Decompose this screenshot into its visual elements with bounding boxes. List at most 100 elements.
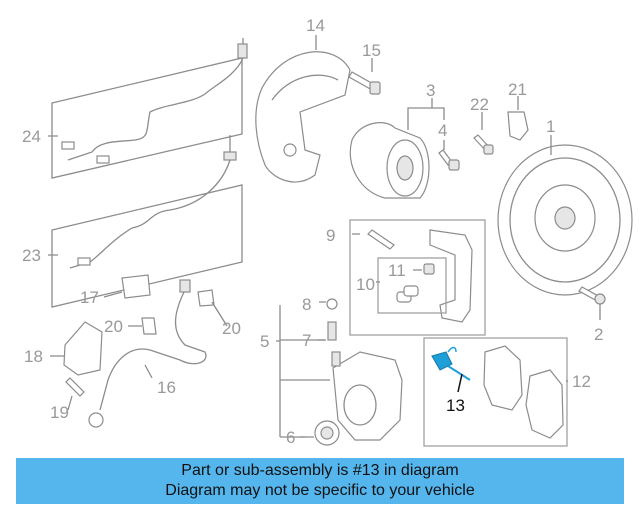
callout-19: 19: [50, 403, 69, 422]
part-9-frame: [349, 219, 486, 336]
banner-line-1: Part or sub-assembly is #13 in diagram: [181, 462, 459, 479]
callout-3: 3: [426, 81, 435, 100]
part-9-caliper-bracket: [349, 219, 486, 336]
part-14-hole: [283, 143, 297, 157]
part-16-fitting-bottom: [88, 412, 104, 428]
callout-21: 21: [508, 80, 527, 99]
part-23-wear-sensor-wire: [51, 135, 243, 308]
part-5-piston-bore: [343, 384, 377, 426]
info-banner: Part or sub-assembly is #13 in diagram D…: [16, 458, 624, 504]
part-14-rib: [271, 74, 339, 101]
leader-lines: [48, 35, 601, 438]
part-24-wear-sensor-wire: [51, 38, 248, 179]
part-10-frame: [377, 257, 447, 314]
callout-24: 24: [22, 127, 41, 146]
part-3-hub-bearing: [349, 122, 430, 199]
part-1-brake-rotor: [497, 144, 633, 296]
part-16-hose: [99, 289, 207, 411]
part-20b-shape: [141, 317, 157, 335]
part-24-plug: [237, 43, 248, 59]
part-21-abs-sensor: [507, 111, 529, 141]
callout-10: 10: [356, 275, 375, 294]
part-5-caliper: [279, 305, 403, 441]
part-6-seal: [314, 420, 340, 446]
callout-20-right: 20: [222, 319, 241, 338]
part-5-bleeder: [331, 351, 341, 367]
part-24-connector: [61, 141, 75, 150]
part-14-splash-shield: [255, 51, 351, 183]
part-20-clip-a: [197, 289, 215, 307]
callout-12: 12: [572, 372, 591, 391]
part-17-shape: [121, 274, 151, 299]
callout-15: 15: [362, 41, 381, 60]
part-19-bolt: [65, 377, 85, 397]
part-9-shape: [429, 229, 473, 323]
callout-22: 22: [470, 95, 489, 114]
part-9-bolt: [367, 229, 395, 250]
callout-17: 17: [80, 288, 99, 307]
part-24-clip: [96, 155, 110, 164]
callout-11: 11: [388, 261, 406, 280]
callout-labels: 1 2 3 4 5 6 7 8 9 10 11 12 13 14 15 16 1…: [22, 16, 603, 447]
part-14-shape: [255, 51, 351, 183]
part-18-bracket: [63, 321, 103, 376]
part-12-brake-pads: [423, 337, 568, 447]
callout-9: 9: [326, 226, 335, 245]
part-22-head: [483, 144, 494, 155]
part-5-body: [332, 351, 403, 441]
part-23-connector: [77, 257, 91, 266]
part-3-center: [396, 155, 414, 181]
part-18-shape: [63, 321, 103, 376]
part-23-plug: [223, 151, 237, 161]
part-4-bolt: [438, 149, 460, 171]
part-1-center: [554, 206, 576, 230]
part-12-pad-inner: [483, 345, 523, 411]
part-7-bleeder-valve: [327, 321, 337, 341]
part-11-bolt: [423, 263, 435, 275]
part-12-pad-outer: [525, 369, 564, 439]
part-13-cable: [447, 365, 471, 381]
part-23-frame: [51, 184, 243, 308]
part-8-cap: [326, 298, 338, 310]
callout-7: 7: [302, 331, 311, 350]
callout-14: 14: [306, 16, 325, 35]
callout-23: 23: [22, 246, 41, 265]
callout-4: 4: [438, 121, 447, 140]
callout-1: 1: [546, 117, 555, 136]
part-19-shank: [65, 377, 85, 397]
callout-16: 16: [157, 378, 176, 397]
part-5-bracket: [279, 305, 330, 438]
part-22-bolt: [473, 134, 494, 155]
part-20-clip-b: [141, 317, 157, 335]
part-24-cable: [67, 38, 244, 161]
callout-2: 2: [594, 325, 603, 344]
part-24-frame: [51, 57, 243, 179]
callout-5: 5: [260, 332, 269, 351]
part-16-brake-hose: [88, 279, 207, 428]
callout-8: 8: [302, 295, 311, 314]
part-15-bolt: [348, 71, 381, 95]
part-8-shape: [326, 298, 338, 310]
callout-13-highlighted: 13: [446, 396, 465, 415]
banner-line-2: Diagram may not be specific to your vehi…: [165, 482, 475, 499]
callout-18: 18: [24, 347, 43, 366]
part-2-head: [594, 293, 606, 305]
part-12-frame: [423, 337, 568, 447]
part-15-head: [369, 81, 381, 95]
part-20a-shape: [197, 289, 215, 307]
part-13-lead: [447, 346, 457, 353]
part-13-arrow: [457, 373, 463, 393]
part-4-head: [448, 159, 460, 171]
part-1-ring: [509, 157, 621, 283]
part-2-screw: [578, 286, 606, 305]
part-17-bracket: [121, 274, 151, 299]
part-6-inner: [320, 426, 334, 440]
part-21-body: [507, 111, 529, 141]
part-10-bushing-b: [403, 285, 419, 297]
part-13-wear-sensor: [431, 351, 453, 371]
callout-20-left: 20: [104, 317, 123, 336]
callout-6: 6: [286, 428, 295, 447]
part-16-fitting-top: [179, 279, 191, 293]
parts-diagram: 1 2 3 4 5 6 7 8 9 10 11 12 13 14 15 16 1…: [22, 16, 633, 447]
part-7-body: [327, 321, 337, 341]
